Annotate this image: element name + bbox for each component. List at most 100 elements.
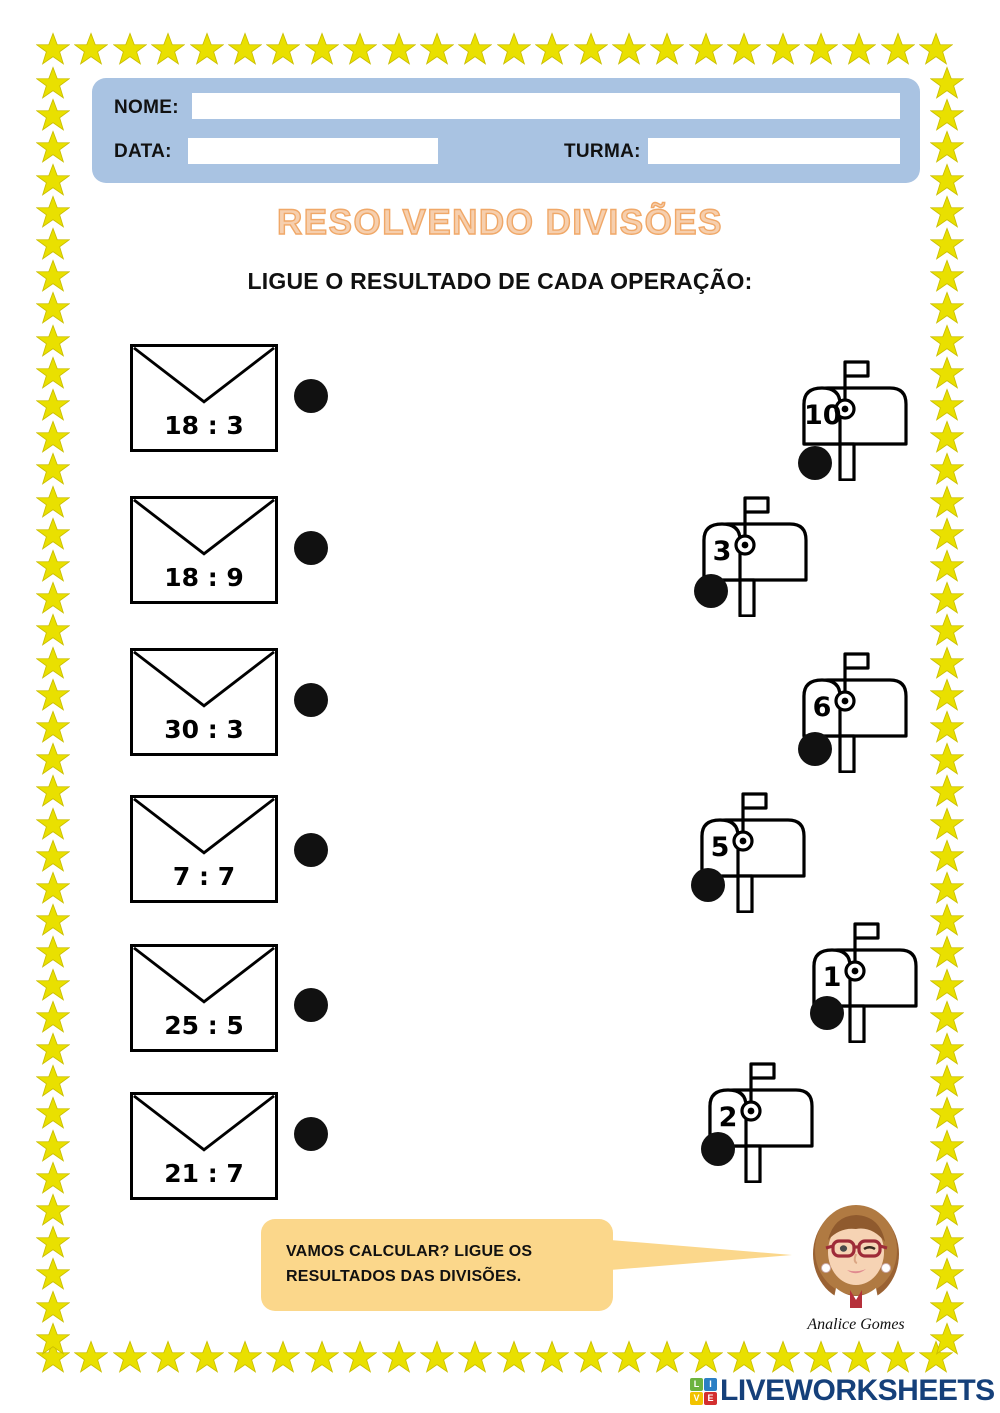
star-icon bbox=[36, 613, 70, 647]
star-icon bbox=[930, 871, 964, 905]
star-icon bbox=[74, 1340, 109, 1374]
name-input[interactable] bbox=[192, 93, 900, 119]
star-icon bbox=[304, 32, 339, 66]
division-expression: 30 : 3 bbox=[164, 715, 244, 744]
star-icon bbox=[36, 645, 70, 680]
star-icon bbox=[765, 1340, 800, 1374]
star-icon bbox=[36, 66, 70, 100]
connector-dot-left[interactable] bbox=[294, 1117, 328, 1151]
star-icon bbox=[804, 1340, 838, 1374]
star-icon bbox=[36, 1064, 70, 1098]
logo-text: LIVEWORKSHEETS bbox=[720, 1374, 995, 1407]
mailbox-card bbox=[782, 356, 914, 481]
star-icon bbox=[930, 98, 964, 132]
star-icon bbox=[151, 32, 186, 66]
mailbox-card bbox=[682, 492, 814, 617]
star-icon bbox=[420, 1340, 454, 1374]
star-icon bbox=[36, 1193, 70, 1227]
star-icon bbox=[36, 1340, 70, 1374]
star-icon bbox=[36, 517, 70, 551]
star-icon bbox=[36, 710, 70, 744]
connector-dot-left[interactable] bbox=[294, 988, 328, 1022]
speech-bubble-tail bbox=[610, 1238, 792, 1272]
star-icon bbox=[930, 1257, 964, 1291]
star-icon bbox=[930, 162, 964, 197]
envelope-flap-icon bbox=[133, 947, 275, 1049]
mailbox-answer: 3 bbox=[712, 536, 732, 567]
student-info-box: NOME: DATA: TURMA: bbox=[92, 78, 920, 183]
star-icon bbox=[919, 1340, 954, 1374]
star-icon bbox=[36, 903, 70, 937]
star-icon bbox=[36, 806, 70, 841]
star-icon bbox=[36, 420, 70, 454]
star-icon bbox=[36, 678, 70, 712]
star-icon bbox=[36, 1322, 70, 1356]
date-label: DATA: bbox=[114, 141, 172, 162]
class-input[interactable] bbox=[648, 138, 900, 164]
instruction-text: LIGUE O RESULTADO DE CADA OPERAÇÃO: bbox=[247, 268, 753, 294]
star-icon bbox=[36, 130, 70, 164]
star-icon bbox=[688, 32, 723, 66]
connector-dot-right[interactable] bbox=[810, 996, 844, 1030]
star-icon bbox=[343, 1340, 378, 1374]
mailbox-card bbox=[782, 648, 914, 773]
star-icon bbox=[930, 645, 964, 680]
star-icon bbox=[930, 1064, 964, 1098]
star-icon bbox=[727, 1340, 762, 1374]
star-icon bbox=[930, 388, 964, 422]
star-icon bbox=[612, 32, 646, 66]
envelope-card: 21 : 7 bbox=[130, 1092, 278, 1200]
star-icon bbox=[930, 774, 964, 808]
envelope-flap-icon bbox=[133, 651, 275, 753]
connector-dot-right[interactable] bbox=[798, 446, 832, 480]
star-icon bbox=[458, 1340, 493, 1374]
star-icon bbox=[930, 323, 964, 358]
connector-dot-right[interactable] bbox=[691, 868, 725, 902]
star-icon bbox=[36, 484, 70, 519]
star-icon bbox=[535, 32, 570, 66]
star-icon bbox=[36, 935, 70, 969]
logo-tile: I bbox=[704, 1377, 717, 1391]
star-icon bbox=[36, 1000, 70, 1034]
star-icon bbox=[36, 452, 70, 486]
star-icon bbox=[189, 1340, 224, 1374]
star-icon bbox=[36, 1225, 70, 1259]
connector-dot-left[interactable] bbox=[294, 833, 328, 867]
star-icon bbox=[420, 32, 454, 66]
envelope-flap-icon bbox=[133, 347, 275, 449]
star-icon bbox=[573, 32, 608, 66]
star-icon bbox=[36, 356, 70, 390]
division-expression: 7 : 7 bbox=[172, 862, 236, 891]
division-expression: 18 : 3 bbox=[164, 411, 244, 440]
envelope-flap-icon bbox=[133, 798, 275, 900]
connector-dot-right[interactable] bbox=[798, 732, 832, 766]
star-icon bbox=[930, 484, 964, 519]
connector-dot-right[interactable] bbox=[701, 1132, 735, 1166]
date-input[interactable] bbox=[188, 138, 438, 164]
logo-tile: E bbox=[704, 1391, 717, 1405]
class-label: TURMA: bbox=[564, 141, 641, 162]
star-icon bbox=[930, 291, 964, 325]
connector-dot-left[interactable] bbox=[294, 683, 328, 717]
star-icon bbox=[930, 839, 964, 873]
star-icon bbox=[842, 1340, 877, 1374]
star-icon bbox=[36, 839, 70, 873]
star-icon bbox=[930, 1225, 964, 1259]
star-icon bbox=[930, 66, 964, 100]
star-icon bbox=[36, 388, 70, 422]
connector-dot-right[interactable] bbox=[694, 574, 728, 608]
star-icon bbox=[36, 1032, 70, 1066]
star-icon bbox=[36, 742, 70, 776]
star-icon bbox=[930, 710, 964, 744]
star-icon bbox=[930, 420, 964, 454]
star-icon bbox=[36, 1128, 70, 1163]
star-icon bbox=[930, 452, 964, 486]
page-title: RESOLVENDO DIVISÕES bbox=[276, 202, 723, 242]
connector-dot-left[interactable] bbox=[294, 531, 328, 565]
logo-tile: L bbox=[690, 1377, 703, 1391]
star-icon bbox=[930, 1096, 964, 1130]
connector-dot-left[interactable] bbox=[294, 379, 328, 413]
avatar bbox=[800, 1196, 912, 1308]
star-icon bbox=[880, 32, 915, 66]
star-icon bbox=[343, 32, 378, 66]
